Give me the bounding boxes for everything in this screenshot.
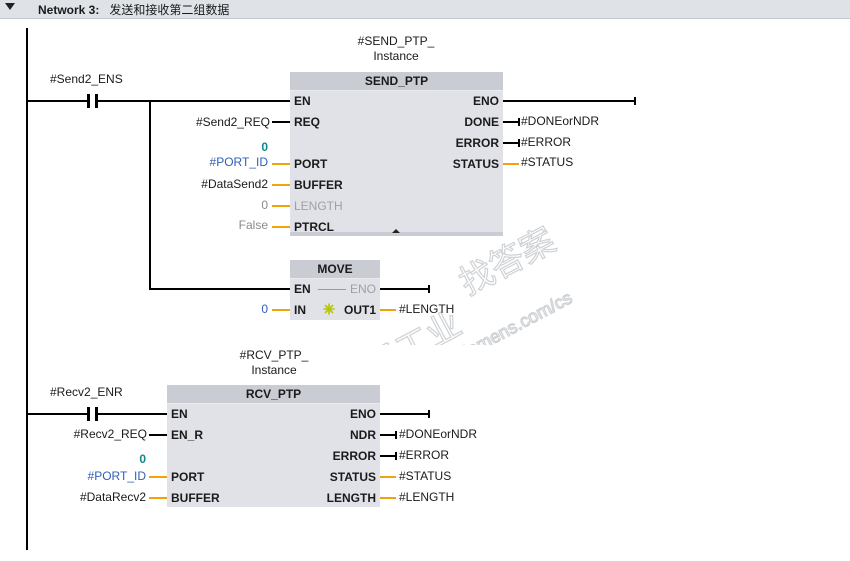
wire	[272, 184, 290, 186]
collapse-triangle-icon[interactable]	[5, 3, 15, 10]
pin-en: EN	[294, 94, 311, 108]
done-tag[interactable]: #DONEorNDR	[521, 114, 600, 128]
error-tag[interactable]: #ERROR	[399, 448, 450, 462]
length-tag[interactable]: #LENGTH	[399, 490, 455, 504]
pin-eno: ENO	[349, 407, 376, 421]
pin-buffer: BUFFER	[294, 178, 343, 192]
error-tag[interactable]: #ERROR	[521, 135, 572, 149]
instance-db-label[interactable]: Instance	[373, 49, 419, 63]
pin-port: PORT	[294, 157, 328, 171]
pin-done: DONE	[464, 115, 499, 129]
network-header[interactable]: Network 3: 发送和接收第二组数据	[0, 0, 850, 19]
move-out-tag[interactable]: #LENGTH	[399, 302, 455, 316]
block-title: MOVE	[290, 260, 380, 279]
network-number: Network 3:	[38, 3, 100, 17]
sparkle-icon	[323, 303, 335, 315]
req-tag[interactable]: #Send2_REQ	[195, 115, 270, 129]
wire	[380, 434, 396, 436]
pin-length: LENGTH	[294, 199, 343, 213]
pin-en-r: EN_R	[171, 428, 204, 442]
pin-ndr: NDR	[350, 428, 376, 442]
status-tag[interactable]: #STATUS	[399, 469, 452, 483]
pin-eno: ENO	[472, 94, 499, 108]
port-value: 0	[139, 452, 146, 466]
wire	[27, 413, 87, 415]
eno-wire	[503, 100, 636, 102]
wire	[272, 163, 290, 165]
wire-end	[395, 431, 397, 439]
wire-end	[518, 118, 520, 126]
eno-wire	[380, 288, 430, 290]
pin-error: ERROR	[455, 136, 499, 150]
pin-eno: ENO	[349, 282, 376, 296]
collapse-arrow-icon[interactable]	[392, 229, 400, 233]
pin-error: ERROR	[332, 449, 376, 463]
pin-buffer: BUFFER	[171, 491, 220, 505]
coil-end	[428, 285, 430, 293]
wire	[380, 309, 396, 311]
en-r-tag[interactable]: #Recv2_REQ	[73, 427, 147, 441]
contact-right-bar[interactable]	[95, 94, 98, 108]
wire	[380, 476, 396, 478]
pin-status: STATUS	[452, 157, 499, 171]
wire	[503, 121, 519, 123]
wire	[149, 288, 290, 290]
wire	[27, 100, 87, 102]
port-tag[interactable]: #PORT_ID	[87, 469, 146, 483]
wire	[149, 497, 167, 499]
buffer-tag[interactable]: #DataSend2	[201, 177, 268, 191]
pin-in: IN	[294, 303, 306, 317]
instance-db-label[interactable]: Instance	[251, 363, 297, 377]
pin-req: REQ	[294, 115, 321, 129]
instance-db-label[interactable]: #SEND_PTP_	[357, 34, 435, 48]
wire	[149, 434, 167, 436]
eno-wire	[380, 413, 430, 415]
port-value: 0	[261, 140, 268, 154]
contact-left-bar[interactable]	[87, 407, 90, 421]
move-block[interactable]: MOVE EN IN ENO OUT1	[290, 260, 380, 320]
network-comment[interactable]: 发送和接收第二组数据	[109, 3, 230, 17]
length-tag[interactable]: 0	[261, 198, 268, 212]
wire	[380, 455, 396, 457]
ndr-tag[interactable]: #DONEorNDR	[399, 427, 478, 441]
power-rail	[26, 28, 28, 550]
branch-wire	[149, 100, 151, 290]
ptrcl-tag[interactable]: False	[238, 218, 268, 232]
wire	[503, 142, 519, 144]
send-ptp-block[interactable]: SEND_PTP EN REQ PORT BUFFER LENGTH PTRCL…	[290, 72, 503, 236]
buffer-tag[interactable]: #DataRecv2	[79, 490, 146, 504]
pin-status: STATUS	[329, 470, 376, 484]
wire	[98, 413, 167, 415]
block-title: SEND_PTP	[290, 72, 503, 91]
coil-end	[634, 97, 636, 105]
status-tag[interactable]: #STATUS	[521, 155, 574, 169]
wire	[149, 476, 167, 478]
move-in-tag[interactable]: 0	[261, 302, 268, 316]
network-title: Network 3: 发送和接收第二组数据	[38, 1, 229, 18]
wire-end	[395, 452, 397, 460]
wire-end	[518, 139, 520, 147]
wire	[272, 309, 290, 311]
instance-db-label[interactable]: #RCV_PTP_	[239, 348, 309, 362]
pin-length: LENGTH	[326, 491, 376, 505]
pin-port: PORT	[171, 470, 205, 484]
rcv-ptp-block[interactable]: RCV_PTP EN EN_R PORT BUFFER ENO NDR ERRO…	[167, 385, 380, 507]
wire	[272, 205, 290, 207]
wire	[503, 163, 519, 165]
wire	[272, 226, 290, 228]
pin-en: EN	[294, 282, 311, 296]
port-tag[interactable]: #PORT_ID	[209, 155, 268, 169]
block-title: RCV_PTP	[167, 385, 380, 404]
contact-left-bar[interactable]	[87, 94, 90, 108]
contact-tag[interactable]: #Send2_ENS	[50, 72, 123, 86]
contact-tag[interactable]: #Recv2_ENR	[50, 385, 123, 399]
pin-ptrcl: PTRCL	[294, 220, 334, 234]
coil-end	[428, 410, 430, 418]
wire	[272, 121, 290, 123]
pin-en: EN	[171, 407, 188, 421]
wire	[98, 100, 290, 102]
wire	[380, 497, 396, 499]
pin-out1: OUT1	[343, 303, 376, 317]
contact-right-bar[interactable]	[95, 407, 98, 421]
